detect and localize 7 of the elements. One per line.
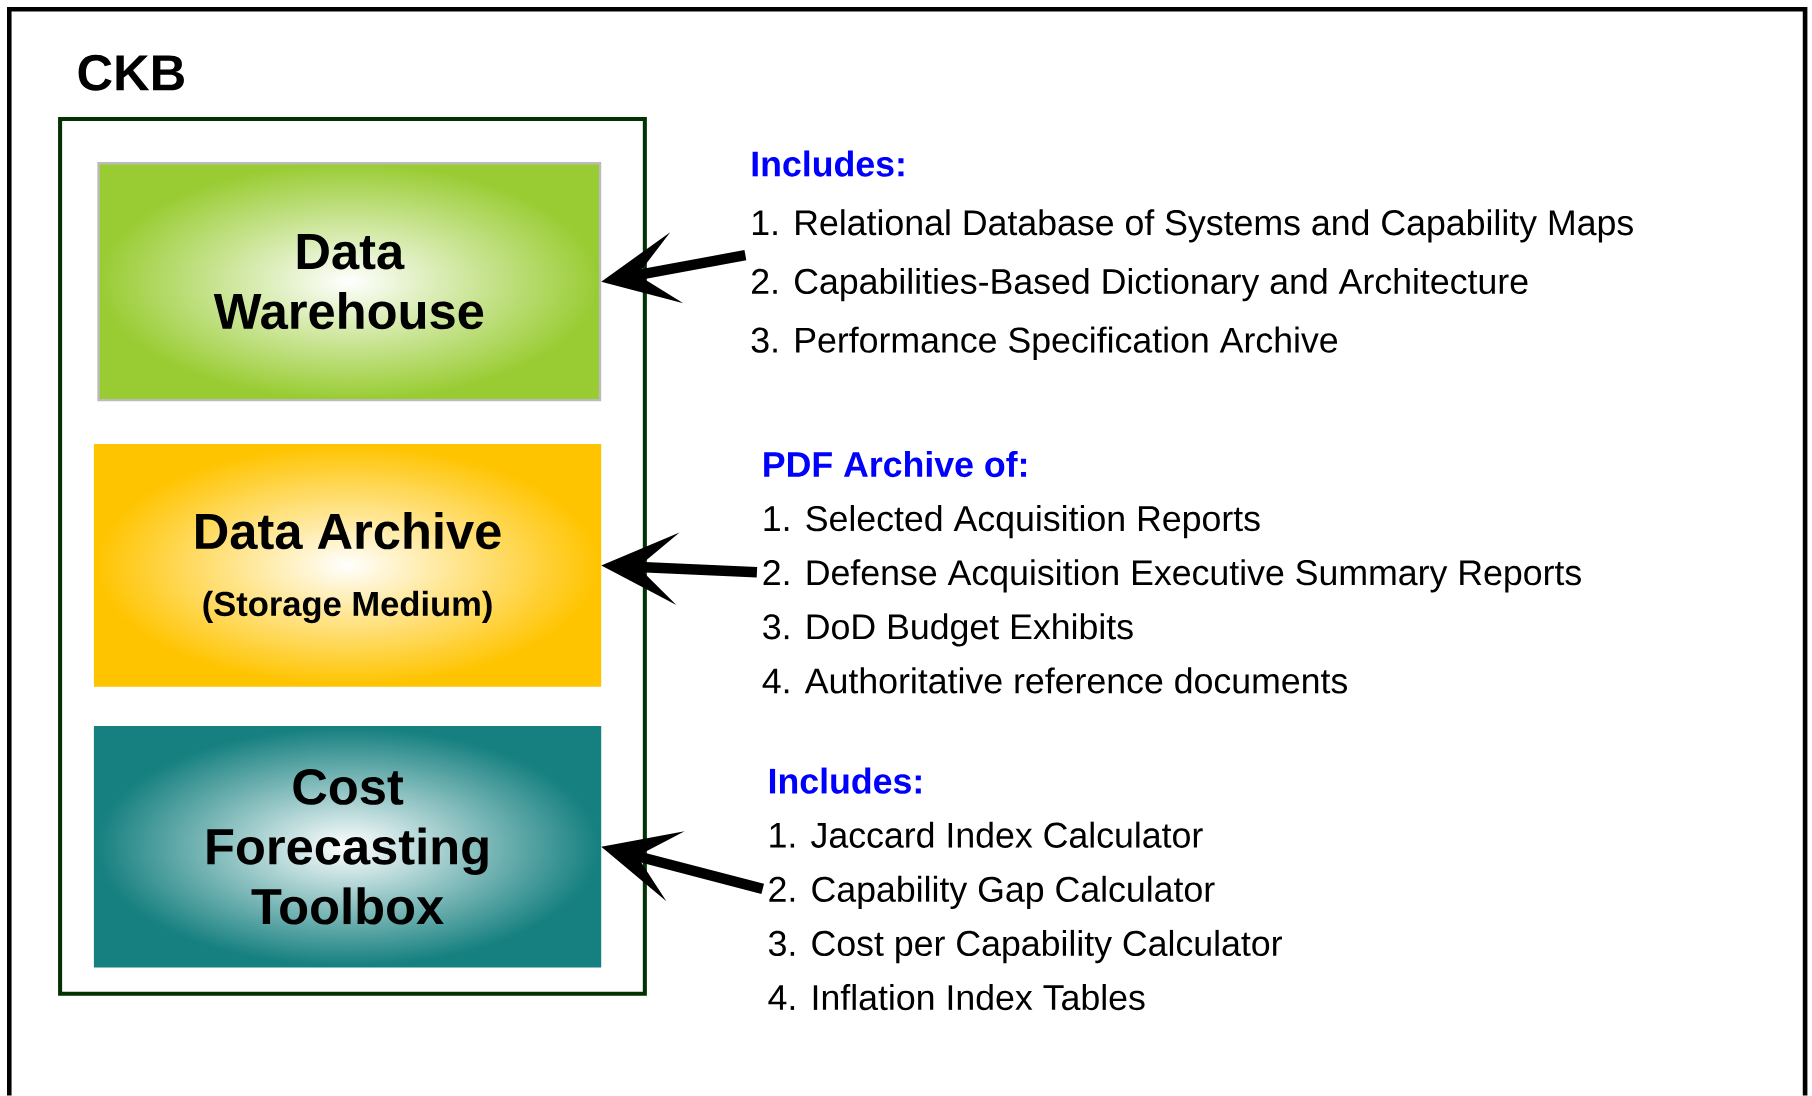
box: Cost Forecasting Toolbox	[93, 726, 602, 968]
text-list: Includes: 1. Jaccard Index Calculator 2. Capability Gap Calculator 3. Cost per Capability Calculator 4. Inflation Index Tables	[768, 767, 1282, 1011]
container-heading: CKB	[78, 55, 184, 91]
text-list: Includes: 1. Relational Database of Systems and Capability Maps 2. Capabilities-Based Dictionary and Architecture 3. Performance Specification Archive	[751, 150, 1633, 361]
box: Data Warehouse	[97, 162, 602, 402]
text-list: PDF Archive of: 1. Selected Acquisition Reports 2. Defense Acquisition Executive Summary Reports 3. DoD Budget Exhibits 4. Authoritative reference documents	[762, 451, 1581, 694]
box: Data Archive (Storage Medium)	[93, 444, 602, 687]
